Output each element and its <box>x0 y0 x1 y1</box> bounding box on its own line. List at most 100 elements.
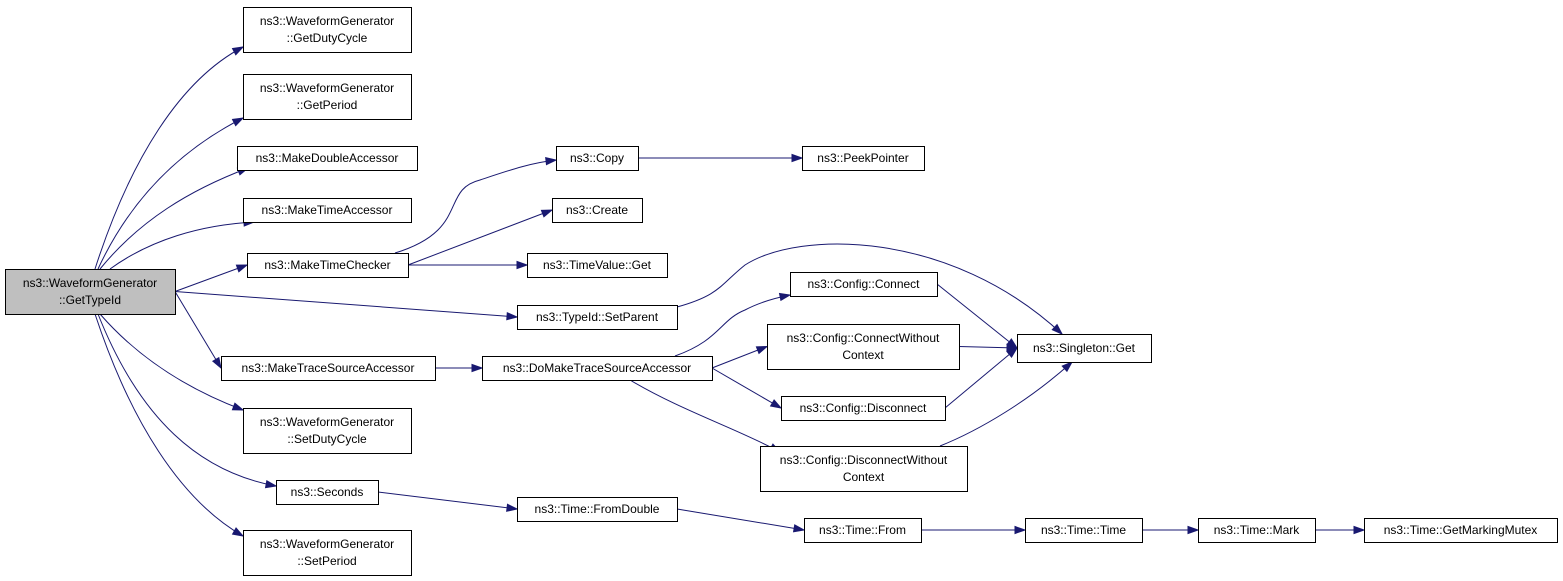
node-label: ns3::WaveformGenerator <box>260 537 394 551</box>
edge-maketimechecker-to-create <box>407 209 554 266</box>
arrowhead-icon <box>211 356 222 370</box>
node-peekpointer[interactable]: ns3::PeekPointer <box>802 146 925 171</box>
edge-root-to-setparent <box>174 291 519 321</box>
node-box <box>527 253 668 278</box>
node-box <box>1017 334 1152 363</box>
node-maketracesourceaccessor[interactable]: ns3::MakeTraceSourceAccessor <box>221 356 436 381</box>
node-create[interactable]: ns3::Create <box>552 198 643 223</box>
arrowhead-icon <box>540 209 554 218</box>
arrowhead-icon <box>1006 347 1019 358</box>
edge-line <box>944 347 1018 409</box>
node-label: ns3::Config::Connect <box>807 277 920 291</box>
node-label: ns3::TypeId::SetParent <box>536 310 659 324</box>
node-root[interactable]: ns3::WaveformGenerator::GetTypeId <box>5 269 176 315</box>
edge-line <box>97 117 244 270</box>
node-setparent[interactable]: ns3::TypeId::SetParent <box>517 305 678 330</box>
edge-line <box>174 264 248 292</box>
node-box <box>237 146 418 171</box>
node-label: ns3::Seconds <box>291 485 364 499</box>
arrowhead-icon <box>506 503 519 512</box>
edge-root-to-maketracesourceaccessor <box>174 291 222 370</box>
arrowhead-icon <box>792 524 806 533</box>
node-box <box>243 74 412 120</box>
node-label: ns3::WaveformGenerator <box>260 14 394 28</box>
node-configdisconnect[interactable]: ns3::Config::Disconnect <box>781 396 946 421</box>
edge-line <box>394 159 557 254</box>
node-box <box>517 497 678 522</box>
node-box <box>221 356 436 381</box>
node-box <box>243 408 412 454</box>
edge-line <box>99 313 244 411</box>
node-makedoubleaccessor[interactable]: ns3::MakeDoubleAccessor <box>237 146 418 171</box>
node-label: ns3::MakeDoubleAccessor <box>256 151 399 165</box>
node-box <box>552 198 643 223</box>
edge-maketimechecker-to-timevalueget <box>408 260 529 270</box>
edge-line <box>99 167 249 270</box>
node-label: ns3::DoMakeTraceSourceAccessor <box>503 361 691 375</box>
node-timevalueget[interactable]: ns3::TimeValue::Get <box>527 253 668 278</box>
arrowhead-icon <box>471 363 484 373</box>
edge-line <box>109 221 255 270</box>
edge-line <box>674 294 791 357</box>
node-box <box>1364 518 1558 543</box>
edge-line <box>711 367 782 409</box>
edge-domaketrace-to-configconnectwc <box>711 345 769 369</box>
edge-domaketrace-to-configconnect <box>674 292 792 357</box>
edge-line <box>676 243 1063 335</box>
node-label: ns3::MakeTimeChecker <box>264 258 390 272</box>
node-singletonget[interactable]: ns3::Singleton::Get <box>1017 334 1152 363</box>
arrowhead-icon <box>791 153 804 163</box>
node-configconnect[interactable]: ns3::Config::Connect <box>790 272 938 297</box>
node-timemark[interactable]: ns3::Time::Mark <box>1198 518 1316 543</box>
node-maketimechecker[interactable]: ns3::MakeTimeChecker <box>247 253 409 278</box>
node-box <box>243 7 412 53</box>
node-box <box>760 446 968 492</box>
node-label: ::SetPeriod <box>297 554 356 568</box>
edge-line <box>407 209 553 266</box>
edge-line <box>936 283 1018 349</box>
node-label: ns3::Create <box>566 203 628 217</box>
arrowhead-icon <box>1187 525 1200 535</box>
node-setperiod[interactable]: ns3::WaveformGenerator::SetPeriod <box>243 530 412 576</box>
node-box <box>482 356 713 381</box>
edge-maketimechecker-to-copy <box>394 157 558 254</box>
arrowhead-icon <box>506 312 519 321</box>
node-maketimeaccessor[interactable]: ns3::MakeTimeAccessor <box>243 198 412 223</box>
node-label: ns3::Time::From <box>819 523 906 537</box>
node-label: ns3::PeekPointer <box>817 151 908 165</box>
arrowhead-icon <box>1061 360 1074 373</box>
node-domaketrace[interactable]: ns3::DoMakeTraceSourceAccessor <box>482 356 713 381</box>
node-fromdouble[interactable]: ns3::Time::FromDouble <box>517 497 678 522</box>
edge-setparent-to-singletonget <box>676 243 1064 336</box>
node-label: ns3::Time::FromDouble <box>535 502 660 516</box>
node-getperiod[interactable]: ns3::WaveformGenerator::GetPeriod <box>243 74 412 120</box>
node-getmarkingmutex[interactable]: ns3::Time::GetMarkingMutex <box>1364 518 1558 543</box>
node-seconds[interactable]: ns3::Seconds <box>276 480 379 505</box>
node-label: ns3::MakeTraceSourceAccessor <box>242 361 415 375</box>
edges-layer <box>94 46 1366 537</box>
node-copy[interactable]: ns3::Copy <box>556 146 639 171</box>
node-getdutycycle[interactable]: ns3::WaveformGenerator::GetDutyCycle <box>243 7 412 53</box>
edge-line <box>676 508 805 531</box>
edge-line <box>174 291 518 318</box>
node-box <box>517 305 678 330</box>
node-timetime[interactable]: ns3::Time::Time <box>1025 518 1143 543</box>
node-box <box>1025 518 1143 543</box>
node-label: ::GetDutyCycle <box>287 31 368 45</box>
nodes-layer: ns3::WaveformGenerator::GetTypeIdns3::Wa… <box>5 7 1558 576</box>
edge-root-to-maketimechecker <box>174 264 249 292</box>
node-box <box>790 272 938 297</box>
arrowhead-icon <box>231 527 245 537</box>
edge-line <box>97 313 277 487</box>
arrowhead-icon <box>264 479 278 489</box>
node-timefrom[interactable]: ns3::Time::From <box>804 518 922 543</box>
edge-domaketrace-to-configdisconnect <box>711 367 783 409</box>
arrowhead-icon <box>231 402 245 411</box>
arrowhead-icon <box>545 157 558 166</box>
node-box <box>243 530 412 576</box>
node-setdutycycle[interactable]: ns3::WaveformGenerator::SetDutyCycle <box>243 408 412 454</box>
arrowhead-icon <box>778 292 792 302</box>
